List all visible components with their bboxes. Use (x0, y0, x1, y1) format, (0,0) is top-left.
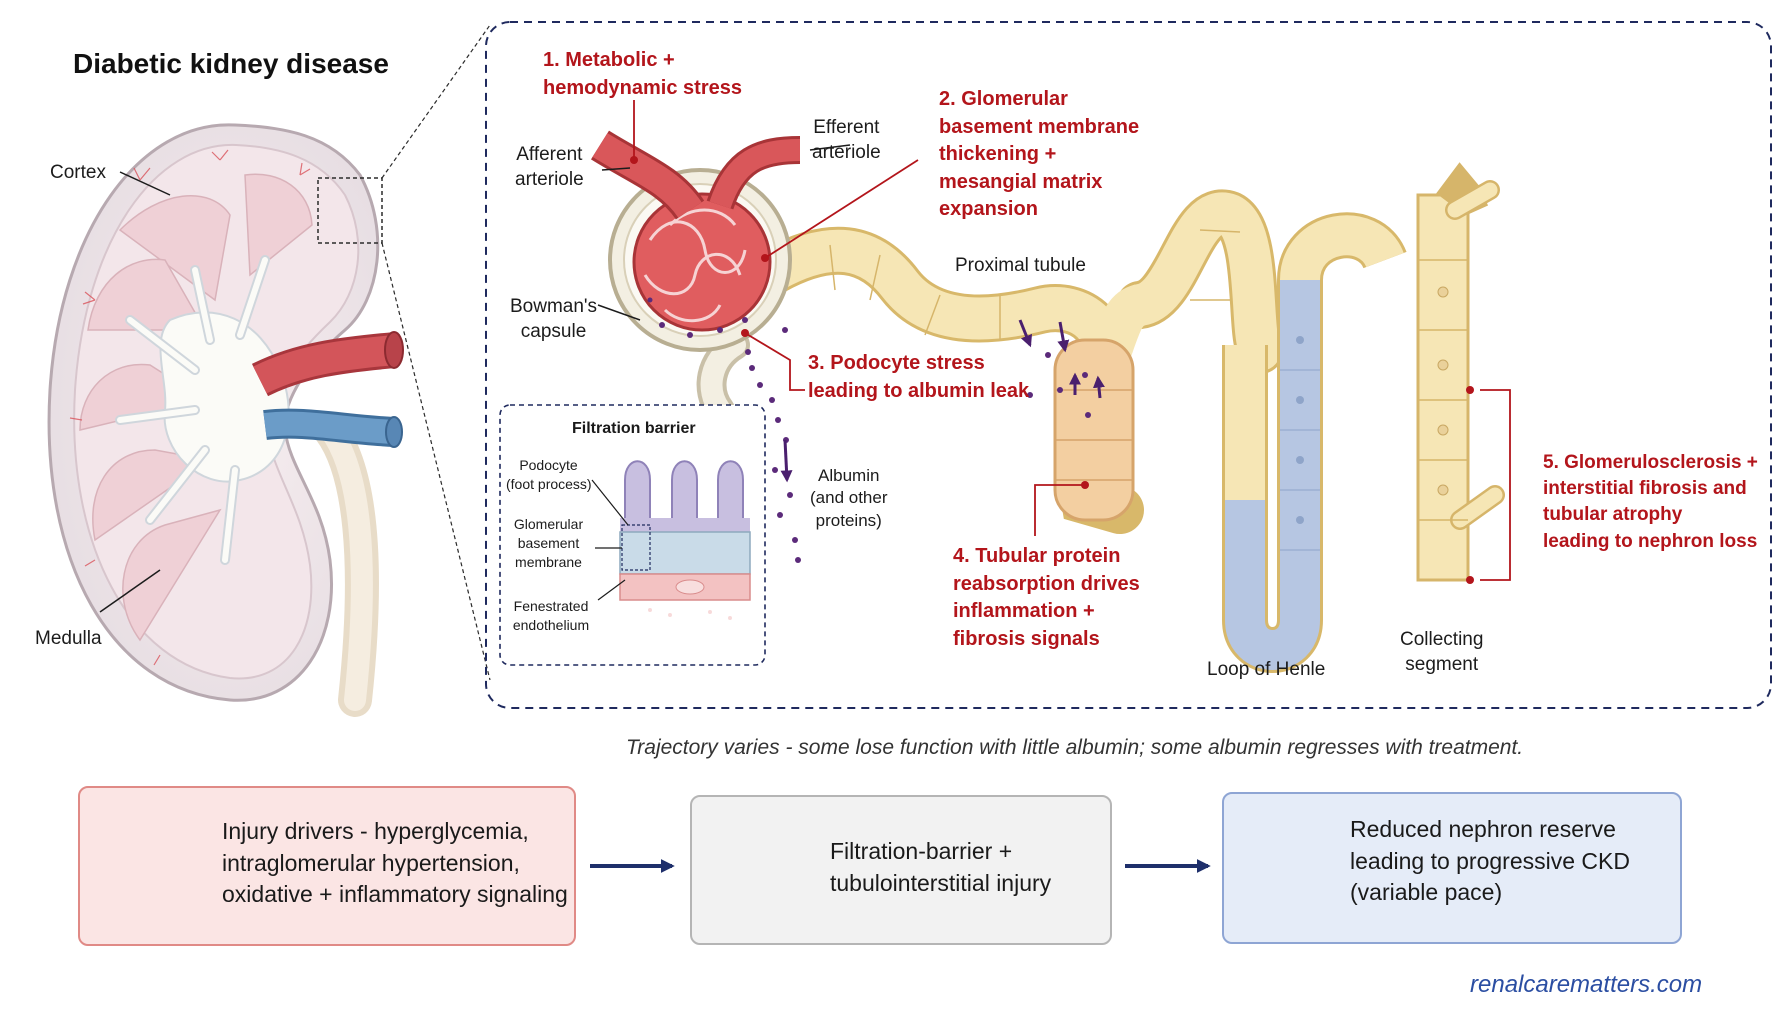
medulla-label: Medulla (35, 628, 102, 649)
flow-box-reduced-reserve (1222, 792, 1682, 944)
collecting-segment-label: Collecting segment (1400, 629, 1484, 676)
glomerulus (590, 130, 801, 425)
nephron-panel (485, 21, 1772, 709)
page-title: Diabetic kidney disease (73, 48, 389, 79)
gbm-label: Glomerular basement membrane (513, 516, 584, 570)
cortex-label: Cortex (50, 162, 106, 183)
trajectory-note: Trajectory varies - some lose function w… (626, 736, 1524, 759)
endothelium-label: Fenestrated endothelium (512, 598, 590, 633)
flow-box-barrier-injury (690, 795, 1112, 945)
proximal-tubule (751, 189, 1284, 534)
albumin-label: Albumin (and other proteins) (810, 466, 888, 530)
step-1: 1. Metabolic + hemodynamic stress (543, 49, 742, 99)
proximal-tubule-label: Proximal tubule (955, 255, 1086, 276)
podocyte-label: Podocyte (foot process) (506, 457, 592, 492)
loop-of-henle-label: Loop of Henle (1207, 659, 1326, 680)
kidney-illustration (47, 123, 404, 717)
collecting-segment (1416, 162, 1505, 582)
efferent-label: Efferent arteriole (812, 117, 881, 164)
afferent-label: Afferent arteriole (515, 144, 584, 191)
flow-text-injury-drivers: Injury drivers - hyperglycemia, intraglo… (222, 818, 568, 908)
step-4: 4. Tubular protein reabsorption drives i… (953, 545, 1140, 650)
step-2: 2. Glomerular basement membrane thickeni… (939, 88, 1140, 221)
footer-url[interactable]: renalcarematters.com (1470, 971, 1703, 998)
step-3: 3. Podocyte stress leading to albumin le… (808, 352, 1030, 402)
barrier-layers (619, 460, 751, 620)
filtration-barrier-title: Filtration barrier (572, 420, 696, 437)
flow-text-reduced-reserve: Reduced nephron reserve leading to progr… (1350, 816, 1630, 906)
loop-of-henle (1222, 212, 1407, 673)
step-5: 5. Glomerulosclerosis + interstitial fib… (1543, 452, 1758, 552)
bowmans-label: Bowman's capsule (510, 296, 598, 343)
zoom-region (317, 177, 383, 244)
flow-box-injury-drivers (78, 786, 576, 946)
flow-text-barrier-injury: Filtration-barrier + tubulointerstitial … (830, 838, 1052, 896)
